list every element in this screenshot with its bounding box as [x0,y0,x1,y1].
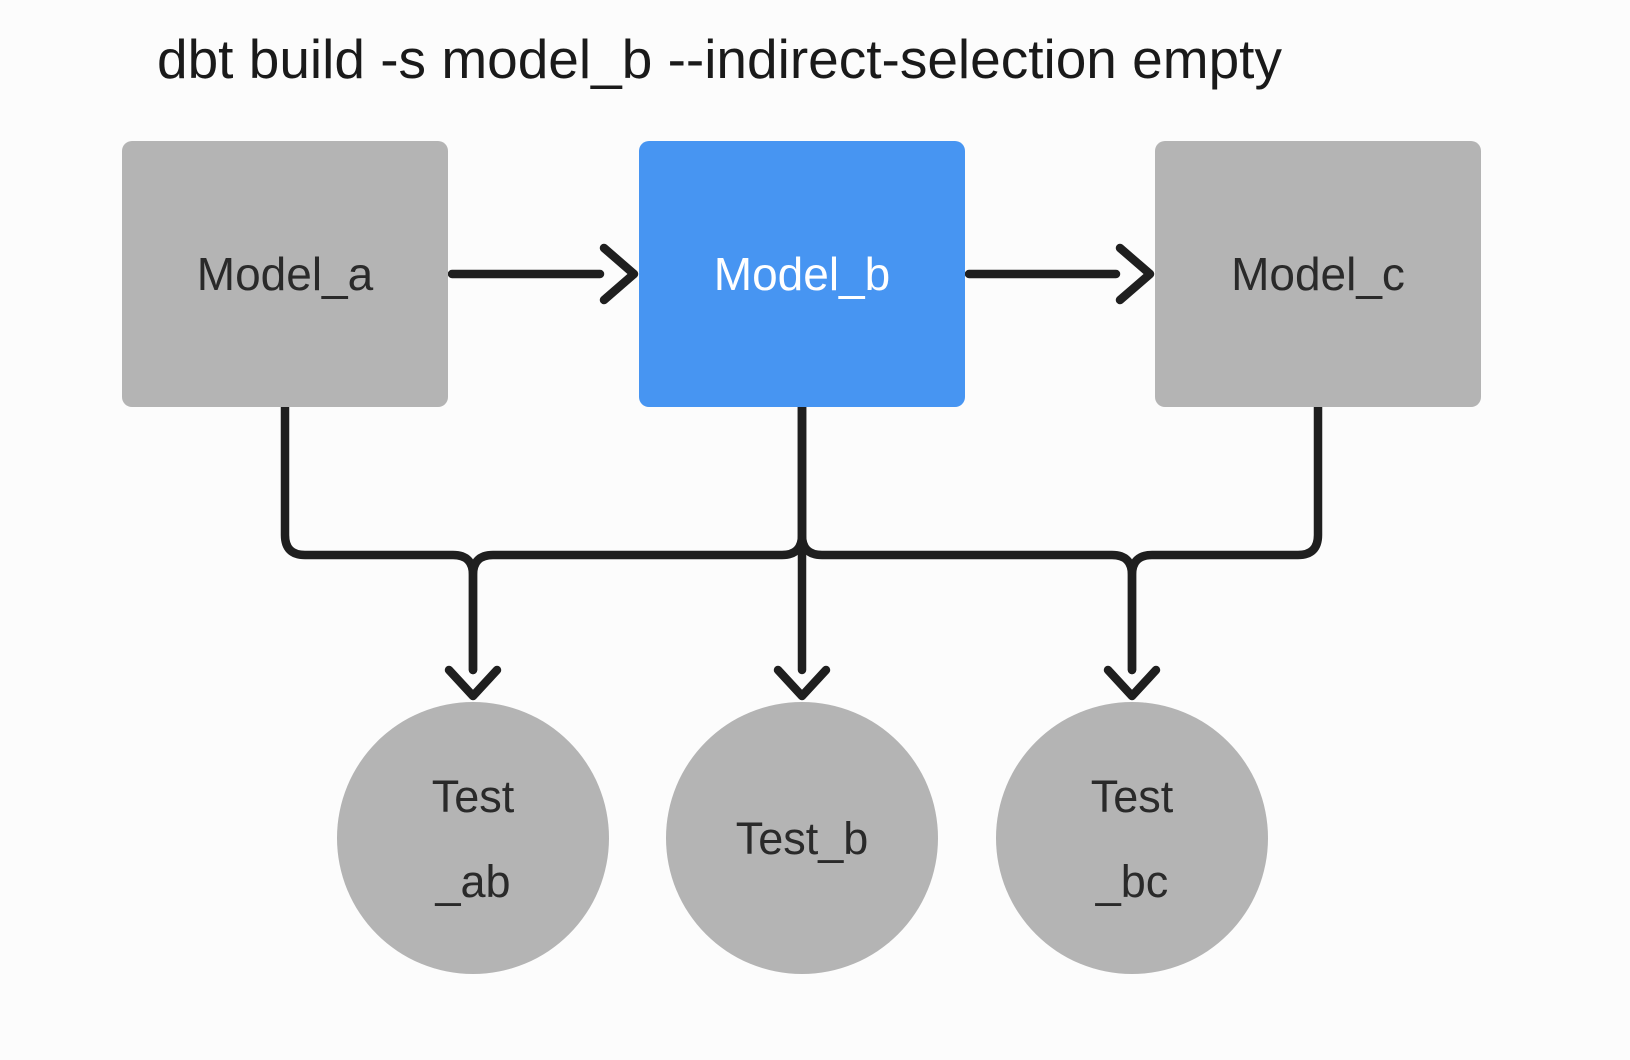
edge-into-test-ab-arrowhead [444,665,502,701]
edge-model-c-to-test-bc [1127,402,1323,675]
edge-model-b-to-model-c [964,243,1155,305]
edge-into-test-bc-arrowhead [1103,665,1161,701]
test-bc-circle [996,702,1268,974]
model-a-label: Model_a [197,248,374,300]
model-b-node: Model_b [639,141,965,407]
model-c-node: Model_c [1155,141,1481,407]
test-ab-node: Test _ab [337,702,609,974]
edge-model-a-to-model-b [447,243,639,305]
edge-model-a-to-model-b-arrowhead [599,243,639,305]
model-b-label: Model_b [714,248,890,300]
diagram-title: dbt build -s model_b --indirect-selectio… [157,28,1282,90]
test-bc-label-line1: Test [1091,771,1174,822]
test-ab-label-line1: Test [432,771,515,822]
edge-model-b-to-test-bc [797,402,1137,675]
edge-model-b-to-model-c-arrowhead [1115,243,1155,305]
edge-model-b-to-test-ab [468,402,807,675]
test-bc-node: Test _bc [996,702,1268,974]
model-c-label: Model_c [1231,248,1405,300]
test-b-circle [666,702,938,974]
edge-model-a-to-test-ab [280,402,478,675]
model-b-box [639,141,965,407]
model-a-node: Model_a [122,141,448,407]
model-to-test-edges [280,402,1323,701]
model-c-box [1155,141,1481,407]
model-a-box [122,141,448,407]
test-bc-label-line2: _bc [1095,856,1169,907]
test-ab-circle [337,702,609,974]
edge-into-test-b-arrowhead [773,665,831,701]
test-ab-label-line2: _ab [434,856,510,907]
test-b-node: Test_b [666,702,938,974]
test-b-label: Test_b [736,813,869,864]
